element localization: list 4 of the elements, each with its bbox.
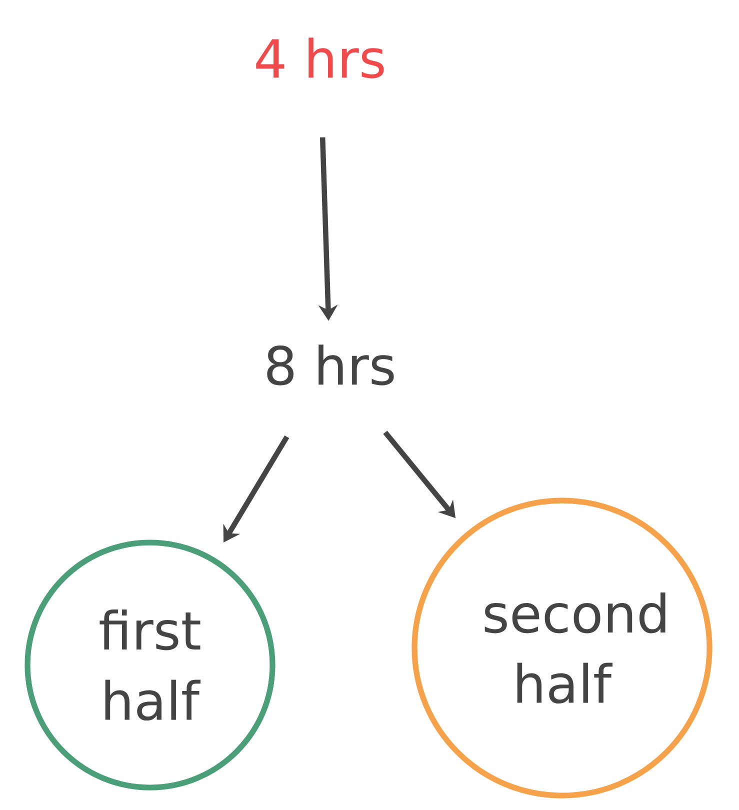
circle-node: second half [412,498,712,798]
circle-node: first half [24,540,276,790]
handwritten-label: 4 hrs [256,38,384,78]
handwritten-label: 8 hrs [267,344,394,386]
